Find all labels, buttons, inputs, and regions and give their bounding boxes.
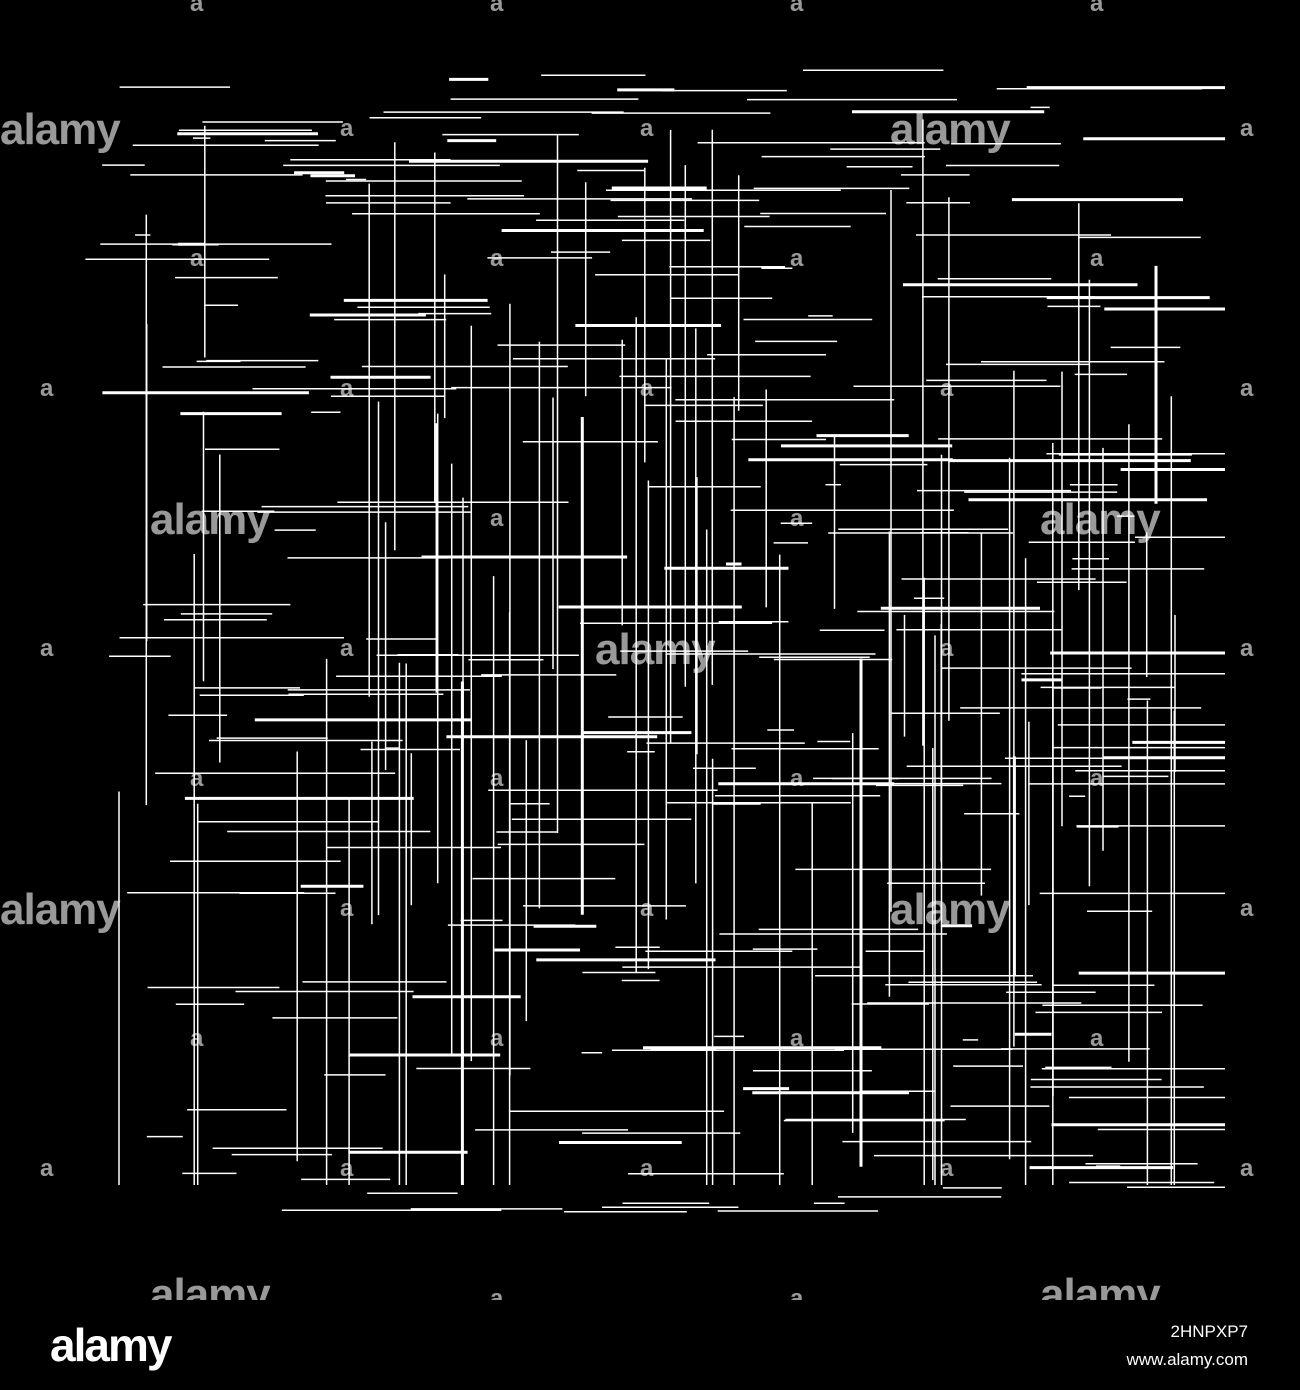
- watermark-letter: a: [1090, 0, 1103, 17]
- watermark-letter: a: [490, 765, 503, 792]
- watermark-word: alamy: [890, 885, 1011, 934]
- watermark-letter: a: [340, 635, 353, 662]
- watermark-word: alamy: [150, 495, 271, 544]
- watermark-word: alamy: [0, 885, 121, 934]
- stock-footer: alamy 2HNPXP7 www.alamy.com: [0, 1300, 1300, 1390]
- watermark-letter: a: [340, 895, 353, 922]
- image-id: 2HNPXP7: [1170, 1322, 1248, 1341]
- watermark-letter: a: [40, 635, 53, 662]
- watermark-letter: a: [190, 765, 203, 792]
- watermark-word: alamy: [0, 105, 121, 154]
- watermark-word: alamy: [1040, 495, 1161, 544]
- watermark-letter: a: [790, 0, 803, 17]
- watermark-letter: a: [340, 1155, 353, 1182]
- watermark-letter: a: [1240, 1155, 1253, 1182]
- watermark-letter: a: [640, 375, 653, 402]
- watermark-word: alamy: [595, 625, 716, 674]
- watermark-letter: a: [940, 1155, 953, 1182]
- site-url: www.alamy.com: [1126, 1350, 1248, 1369]
- watermark-letter: a: [190, 1025, 203, 1052]
- watermark-letter: a: [490, 1025, 503, 1052]
- watermark-letter: a: [1240, 895, 1253, 922]
- watermark-letter: a: [940, 635, 953, 662]
- crosshatch-lines: [85, 69, 1225, 1213]
- watermark-letter: a: [490, 0, 503, 17]
- watermark-letter: a: [190, 245, 203, 272]
- watermark-letter: a: [1240, 375, 1253, 402]
- watermark-letter: a: [640, 115, 653, 142]
- watermark-letter: a: [790, 1025, 803, 1052]
- footer-logo: alamy: [50, 1319, 172, 1371]
- watermark-letter: a: [40, 375, 53, 402]
- abstract-line-artwork: [0, 0, 1300, 1300]
- watermark-letter: a: [1090, 1025, 1103, 1052]
- watermark-letter: a: [790, 505, 803, 532]
- watermark-letter: a: [190, 0, 203, 17]
- watermark-letter: a: [1090, 765, 1103, 792]
- watermark-letter: a: [790, 765, 803, 792]
- watermark-letter: a: [490, 505, 503, 532]
- watermark-letter: a: [40, 1155, 53, 1182]
- watermark-letter: a: [1240, 115, 1253, 142]
- watermark-letter: a: [1240, 635, 1253, 662]
- watermark-letter: a: [490, 245, 503, 272]
- watermark-letter: a: [790, 245, 803, 272]
- watermark-letter: a: [640, 895, 653, 922]
- watermark-word: alamy: [890, 105, 1011, 154]
- watermark-letter: a: [940, 375, 953, 402]
- watermark-letter: a: [340, 375, 353, 402]
- watermark-letter: a: [640, 1155, 653, 1182]
- watermark-letter: a: [1090, 245, 1103, 272]
- watermark-letter: a: [340, 115, 353, 142]
